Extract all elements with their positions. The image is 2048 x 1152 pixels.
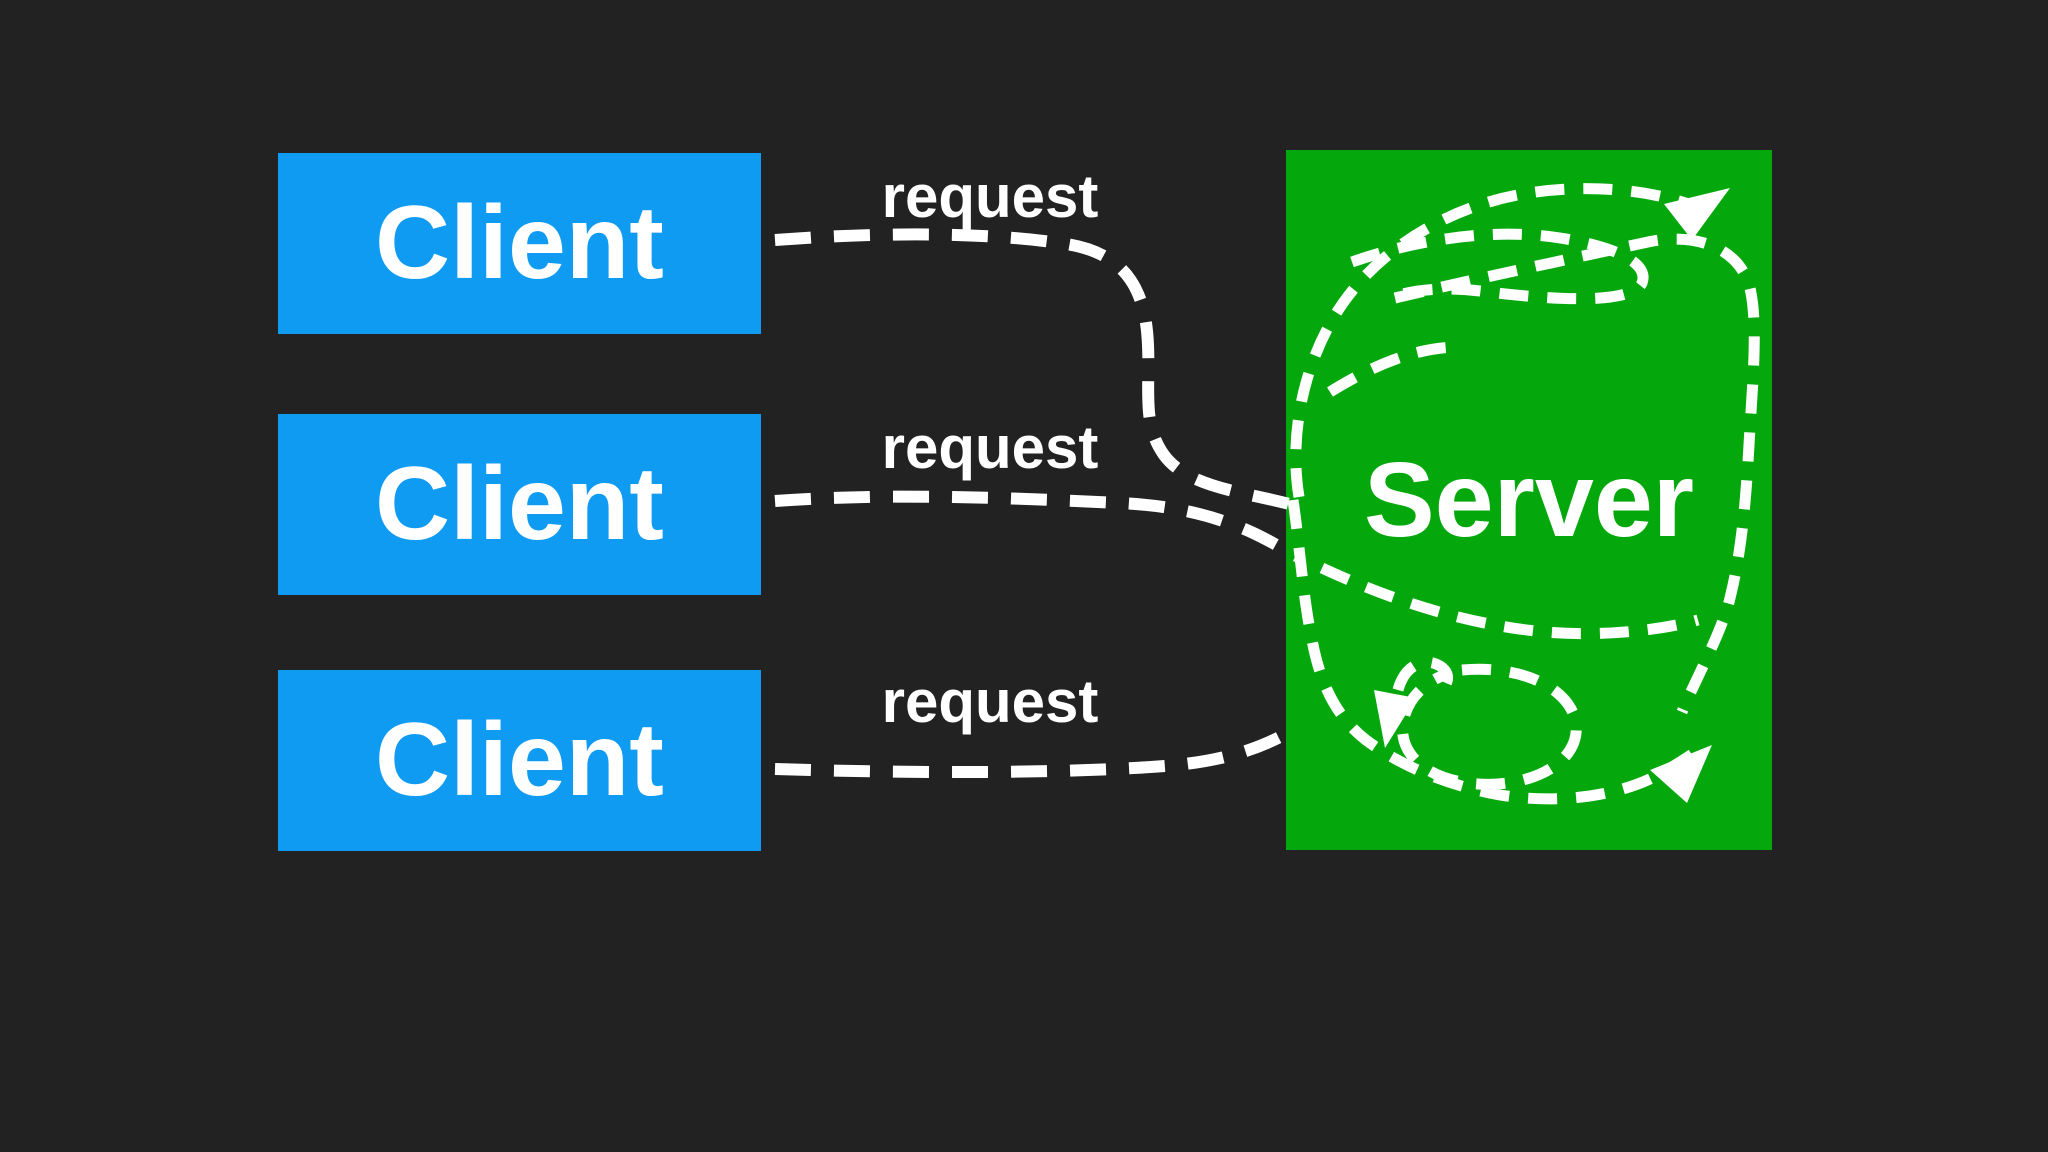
request-label-1: request [881,163,1099,230]
client-box-3: Client [278,670,761,851]
client-label-1: Client [375,185,664,301]
client-box-1: Client [278,153,761,334]
server-box: Server [1286,150,1772,850]
server-label: Server [1363,440,1695,559]
request-line-2 [774,490,1303,564]
client-label-3: Client [375,702,664,818]
request-label-3: request [881,668,1099,735]
client-box-2: Client [278,414,761,595]
request-label-2: request [881,414,1099,481]
client-label-2: Client [375,446,664,562]
